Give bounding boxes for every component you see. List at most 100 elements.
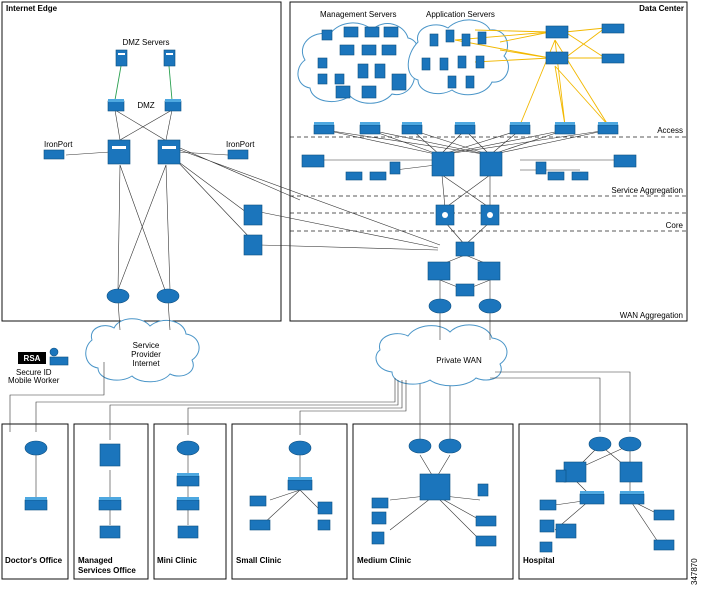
camera-icon [371,531,385,545]
appliance-icon [539,541,553,553]
access-switch-icon [313,122,335,135]
service-provider-label-2: Provider [131,350,161,359]
rsa-server-icon [361,85,377,99]
access-label: Access [657,126,683,135]
site-box-medium-clinic [352,423,514,580]
server-icon [461,33,471,47]
server-icon [381,44,397,56]
fabric-switch-icon [545,25,569,39]
ip-phone-icon [249,495,267,507]
server-icon [343,26,359,38]
application-servers-label: Application Servers [426,10,495,19]
server-icon [445,29,455,43]
site-label-managed-services-2: Services Office [78,566,136,575]
site-label-medium-clinic: Medium Clinic [357,556,412,565]
service-module-icon [555,523,577,539]
ironport-right-label: IronPort [226,140,255,149]
site-box-mini-clinic [153,423,227,580]
core-switch-icon [480,204,500,226]
router-icon [176,440,200,456]
dmz-label: DMZ [137,101,154,110]
mobile-worker-label-2: Mobile Worker [8,376,60,385]
service-provider-label-3: Internet [132,359,160,368]
server-icon [477,483,489,497]
site-box-managed-services [73,423,149,580]
appliance-icon [571,171,589,181]
printer-icon [371,511,387,525]
vpn-appliance-icon [243,204,263,226]
server-icon [364,26,380,38]
data-center-zone [289,1,688,322]
dmz-server-icon [163,49,176,67]
access-switch-icon [401,122,423,135]
service-aggregation-switch-icon [479,151,503,177]
access-switch-icon [597,122,619,135]
firewall-wall-icon [653,539,675,551]
router-icon [106,288,130,304]
server-icon [391,73,407,91]
access-switch-icon [554,122,576,135]
firewall-icon [107,139,131,165]
links [9,27,661,546]
mobile-worker-icon [49,347,69,366]
managed-router-icon [99,443,121,467]
router-icon [156,288,180,304]
switch-icon [287,477,313,491]
service-provider-cloud [85,318,200,383]
firewall-wall-icon [177,525,199,539]
site-label-mini-clinic: Mini Clinic [157,556,198,565]
server-icon [339,44,355,56]
ironport-appliance-icon [227,149,249,160]
wan-router-icon [427,261,451,281]
dmz-server-icon [115,49,128,67]
service-provider-label-1: Service [133,341,160,350]
internet-edge-title: Internet Edge [6,4,58,13]
router-icon [618,436,642,452]
server-icon [429,33,439,47]
server-icon [465,75,475,89]
firewall-wall-icon [99,525,121,539]
dmz-switch-icon [107,99,125,112]
firewall-wall-icon [475,515,497,527]
server-icon [447,75,457,89]
wan-aggregation-label: WAN Aggregation [620,311,683,320]
router-icon [408,438,432,454]
server-icon [361,44,377,56]
vpn-appliance-icon [243,234,263,256]
wan-router-icon [477,261,501,281]
storage-array-icon [601,23,625,34]
firewall-icon [157,139,181,165]
data-center-title: Data Center [639,4,684,13]
appliance-icon [389,161,401,175]
wan-switch-icon [455,241,475,257]
router-icon [428,298,452,314]
multilayer-switch-icon [563,461,587,483]
site-label-doctors-office: Doctor's Office [5,556,63,565]
access-switch-icon [509,122,531,135]
private-wan-label: Private WAN [436,356,482,365]
ip-phone-icon [539,499,557,511]
server-icon [421,57,431,71]
server-icon [383,26,399,38]
service-module-icon [613,154,637,168]
appliance-icon [369,171,387,181]
access-switch-icon [359,122,381,135]
site-box-doctors-office [1,423,69,580]
appliance-icon [345,171,363,181]
printer-icon [539,519,555,533]
management-servers-label: Management Servers [320,10,396,19]
server-icon [439,57,449,71]
server-icon [357,63,369,79]
router-icon [588,436,612,452]
devices: RSA [18,23,675,553]
switch-icon [176,497,200,511]
router-icon [478,298,502,314]
multilayer-switch-icon [419,473,451,501]
ironport-appliance-icon [43,149,65,160]
server-icon [317,57,328,69]
server-icon [374,63,386,79]
site-label-hospital: Hospital [523,556,555,565]
dmz-servers-label: DMZ Servers [122,38,169,47]
rsa-server-icon [335,85,351,99]
